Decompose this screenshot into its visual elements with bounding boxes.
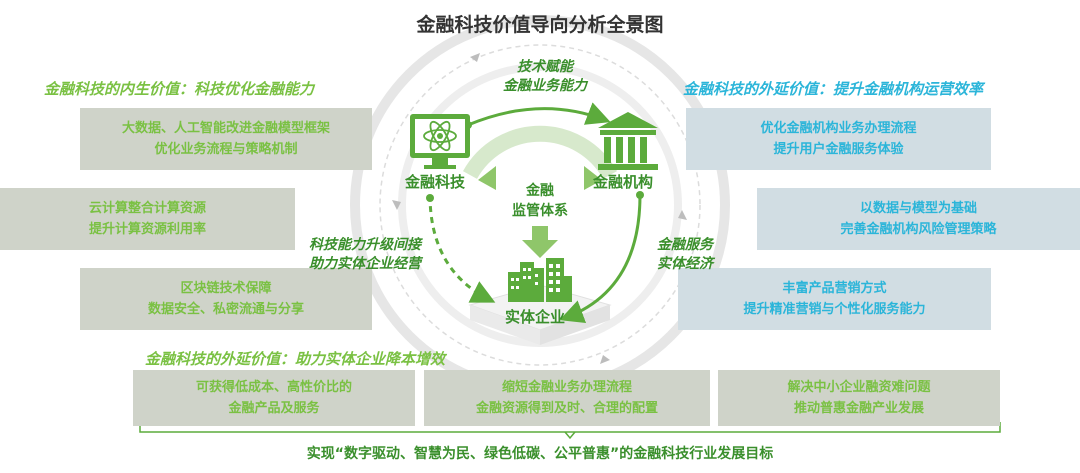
bottom-box-1: 可获得低成本、高性价比的 金融产品及服务 [133,370,415,426]
node-fintech-label: 金融科技 [405,173,466,191]
left-box-2-line2: 提升计算资源利用率 [88,222,206,237]
arc-right-line1: 金融服务 [657,237,713,253]
right-box-3-line2: 提升精准营销与个性化服务能力 [743,302,926,317]
right-box-2-line1: 以数据与模型为基础 [859,201,977,216]
bottom-box-1-line1: 可获得低成本、高性价比的 [195,380,352,395]
regulator-arrowheads [478,166,602,190]
left-box-1-line1: 大数据、人工智能改进金融模型框架 [121,121,330,136]
arc-right-label: 金融服务 实体经济 [645,236,725,274]
down-arrow-icon [522,226,558,258]
arc-right-line2: 实体经济 [657,256,713,272]
node-institution-label: 金融机构 [593,173,654,191]
regulator-line2: 监管体系 [512,203,568,219]
arc-top-line2: 金融业务能力 [503,78,587,94]
node-regulator-label: 金融 监管体系 [500,181,580,221]
cycle-arcs [428,102,642,323]
monitor-atom-icon [410,114,470,169]
bottom-bracket [139,422,1001,440]
bottom-box-2: 缩短金融业务办理流程 金融资源得到及时、合理的配置 [424,370,710,426]
right-box-2: 以数据与模型为基础 完善金融机构风险管理策略 [757,188,1080,250]
bottom-box-1-line2: 金融产品及服务 [228,401,320,416]
right-box-3-line1: 丰富产品营销方式 [782,281,887,296]
left-box-3: 区块链技术保障 数据安全、私密流通与分享 [80,268,372,330]
left-box-3-line2: 数据安全、私密流通与分享 [147,302,304,317]
arc-left-line1: 科技能力升级间接 [309,237,421,253]
left-box-1-line2: 优化业务流程与策略机制 [154,142,298,157]
bottom-heading: 金融科技的外延价值：助力实体企业降本增效 [145,350,446,368]
right-box-3: 丰富产品营销方式 提升精准营销与个性化服务能力 [678,268,991,330]
regulator-arcs [463,125,617,180]
city-buildings-icon [508,258,572,302]
arc-top-label: 技术赋能 金融业务能力 [480,58,610,96]
ring-chevrons [392,53,687,364]
arc-left-label: 科技能力升级间接 助力实体企业经营 [290,236,440,274]
arc-top-line1: 技术赋能 [517,59,573,75]
right-box-1: 优化金融机构业务办理流程 提升用户金融服务体验 [686,108,991,170]
bottom-box-2-line2: 金融资源得到及时、合理的配置 [475,401,658,416]
left-box-3-line1: 区块链技术保障 [180,281,272,296]
right-heading: 金融科技的外延价值：提升金融机构运营效率 [683,80,984,98]
bank-building-icon [598,112,658,170]
bottom-box-3: 解决中小企业融资难问题 推动普惠金融产业发展 [718,370,1000,426]
right-box-1-line2: 提升用户金融服务体验 [773,142,904,157]
left-heading: 金融科技的内生价值：科技优化金融能力 [44,80,315,98]
arc-left-line2: 助力实体企业经营 [309,256,421,272]
left-box-2-line1: 云计算整合计算资源 [88,201,206,216]
bottom-box-3-line1: 解决中小企业融资难问题 [787,380,931,395]
right-box-1-line1: 优化金融机构业务办理流程 [760,121,917,136]
bottom-box-3-line2: 推动普惠金融产业发展 [793,401,924,416]
bottom-box-2-line1: 缩短金融业务办理流程 [501,380,632,395]
page-title: 金融科技价值导向分析全景图 [416,14,664,36]
left-box-2: 云计算整合计算资源 提升计算资源利用率 [0,188,295,250]
right-box-2-line2: 完善金融机构风险管理策略 [840,222,997,237]
enterprise-platform [468,284,612,345]
regulator-line1: 金融 [526,183,554,199]
left-box-1: 大数据、人工智能改进金融模型框架 优化业务流程与策略机制 [80,108,372,170]
node-enterprise-label: 实体企业 [505,308,566,326]
footer-goal: 实现“数字驱动、智慧为民、绿色低碳、公平普惠”的金融科技行业发展目标 [306,446,774,462]
